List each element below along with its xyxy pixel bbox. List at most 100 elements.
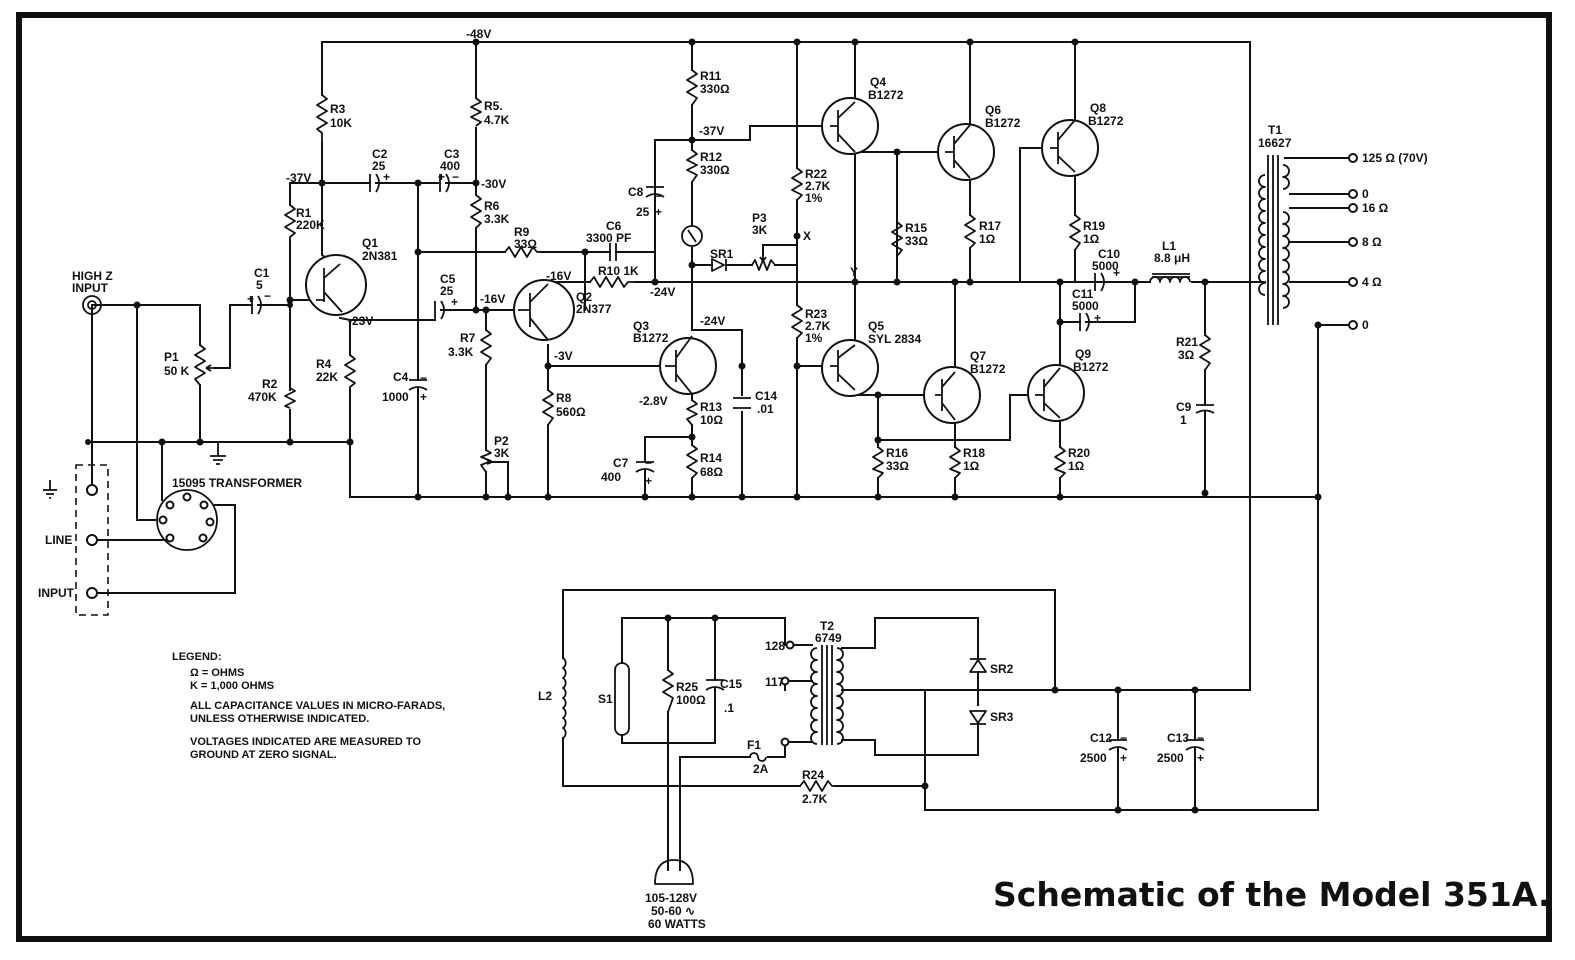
svg-text:−: − xyxy=(1197,731,1204,745)
label-c11-val: 5000 xyxy=(1072,299,1099,313)
t2-tap-117: 117 xyxy=(765,675,785,689)
thermistor xyxy=(681,225,703,247)
label-l1-ref: L1 xyxy=(1162,239,1176,253)
label-q2-ref: Q2 xyxy=(576,290,592,304)
label-c5-ref: C5 xyxy=(440,272,456,286)
connector-panel xyxy=(75,464,109,616)
voltage-q2-base: -16V xyxy=(480,292,505,306)
frame-border xyxy=(16,12,1552,942)
fuse-f1 xyxy=(749,752,767,762)
label-q5-ref: Q5 xyxy=(868,319,884,333)
label-r24-ref: R24 xyxy=(802,768,824,782)
label-r5-val: 4.7K xyxy=(484,113,510,127)
label-r21-val: 3Ω xyxy=(1178,348,1195,362)
label-r19-val: 1Ω xyxy=(1083,232,1100,246)
transistor-q5 xyxy=(821,339,879,397)
output-0b: 0 xyxy=(1362,318,1369,332)
legend-cap-1: ALL CAPACITANCE VALUES IN MICRO-FARADS, xyxy=(190,700,445,712)
label-r9-ref: R9 xyxy=(514,225,530,239)
label-q4-val: B1272 xyxy=(868,88,904,102)
resistor-r24 xyxy=(799,780,835,792)
label-q8-ref: Q8 xyxy=(1090,101,1106,115)
resistor-r14 xyxy=(686,444,698,479)
label-r14-val: 68Ω xyxy=(700,465,723,479)
switch-s1 xyxy=(614,662,630,736)
label-c14-ref: C14 xyxy=(755,389,777,403)
resistor-r19 xyxy=(1069,214,1081,251)
label-r16-ref: R16 xyxy=(886,446,908,460)
pot-p2 xyxy=(480,449,492,473)
power-plug xyxy=(654,859,694,885)
label-r13-val: 10Ω xyxy=(700,413,723,427)
label-r1-val: 220K xyxy=(296,218,325,232)
inductor-l2 xyxy=(562,657,567,739)
label-c9-val: 1 xyxy=(1180,413,1187,427)
transistor-q6 xyxy=(937,123,995,181)
svg-text:−: − xyxy=(420,371,427,385)
label-t2-ref: T2 xyxy=(820,619,834,633)
resistor-r17 xyxy=(964,214,976,249)
resistor-r2 xyxy=(284,387,296,409)
svg-text:+: + xyxy=(1120,751,1127,765)
label-r17-ref: R17 xyxy=(979,219,1001,233)
resistor-r25 xyxy=(662,669,674,713)
svg-text:+: + xyxy=(420,390,427,404)
label-c8-ref: C8 xyxy=(628,185,644,199)
label-p1-val: 50 K xyxy=(164,364,190,378)
output-0a: 0 xyxy=(1362,187,1369,201)
output-125: 125 Ω (70V) xyxy=(1362,151,1428,165)
svg-text:+: + xyxy=(438,170,445,184)
label-r15-ref: R15 xyxy=(905,221,927,235)
label-s1-ref: S1 xyxy=(598,692,613,706)
power-line1: 105-128V xyxy=(645,891,697,905)
transistor-q7 xyxy=(923,366,981,424)
label-c9-ref: C9 xyxy=(1176,400,1192,414)
diode-sr1 xyxy=(711,258,727,272)
pot-p1 xyxy=(194,344,206,386)
legend-title: LEGEND: xyxy=(172,651,222,663)
label-q4-ref: Q4 xyxy=(870,75,886,89)
label-r12-val: 330Ω xyxy=(700,163,730,177)
resistor-r6 xyxy=(470,194,482,229)
label-r1-ref: R1 xyxy=(296,206,312,220)
cap-c8 xyxy=(645,186,665,198)
svg-text:+: + xyxy=(655,205,662,219)
node-x: X xyxy=(803,229,811,243)
svg-text:−: − xyxy=(452,170,459,184)
voltage-q1-collector: -37V xyxy=(286,171,311,185)
output-8: 8 Ω xyxy=(1362,235,1382,249)
legend-volt-1: VOLTAGES INDICATED ARE MEASURED TO xyxy=(190,736,421,748)
label-q9-ref: Q9 xyxy=(1075,347,1091,361)
transistor-q1 xyxy=(305,254,367,316)
label-l1-val: 8.8 μH xyxy=(1154,251,1190,265)
svg-text:−: − xyxy=(264,289,271,303)
label-t2-val: 6749 xyxy=(815,631,842,645)
label-r23-tol: 1% xyxy=(805,331,823,345)
transistor-q9 xyxy=(1027,364,1085,422)
labels: -48V HIGH Z INPUT LINE INPUT 15095 TRANS… xyxy=(38,27,1551,931)
label-q3-val: B1272 xyxy=(633,331,669,345)
label-r12-ref: R12 xyxy=(700,150,722,164)
label-c10-ref: C10 xyxy=(1098,247,1120,261)
label-r20-val: 1Ω xyxy=(1068,459,1085,473)
legend-ohms: Ω = OHMS xyxy=(190,667,244,679)
label-r21-ref: R21 xyxy=(1176,335,1198,349)
svg-text:+: + xyxy=(645,474,652,488)
label-r10-ref: R10 1K xyxy=(598,264,639,278)
svg-text:+: + xyxy=(451,295,458,309)
label-r22-val: 2.7K xyxy=(805,179,831,193)
input-title-1: HIGH Z xyxy=(72,269,113,283)
transistors xyxy=(305,97,1099,424)
svg-text:−: − xyxy=(1120,731,1127,745)
input-title-2: INPUT xyxy=(72,281,109,295)
label-sr1-ref: SR1 xyxy=(710,247,734,261)
label-c14-val: .01 xyxy=(757,402,774,416)
label-c3-ref: C3 xyxy=(444,147,460,161)
label-r3-ref: R3 xyxy=(330,102,346,116)
label-r16-val: 33Ω xyxy=(886,459,909,473)
label-r2-val: 470K xyxy=(248,390,277,404)
label-t1-val: 16627 xyxy=(1258,136,1292,150)
svg-text:+: + xyxy=(1094,311,1101,325)
